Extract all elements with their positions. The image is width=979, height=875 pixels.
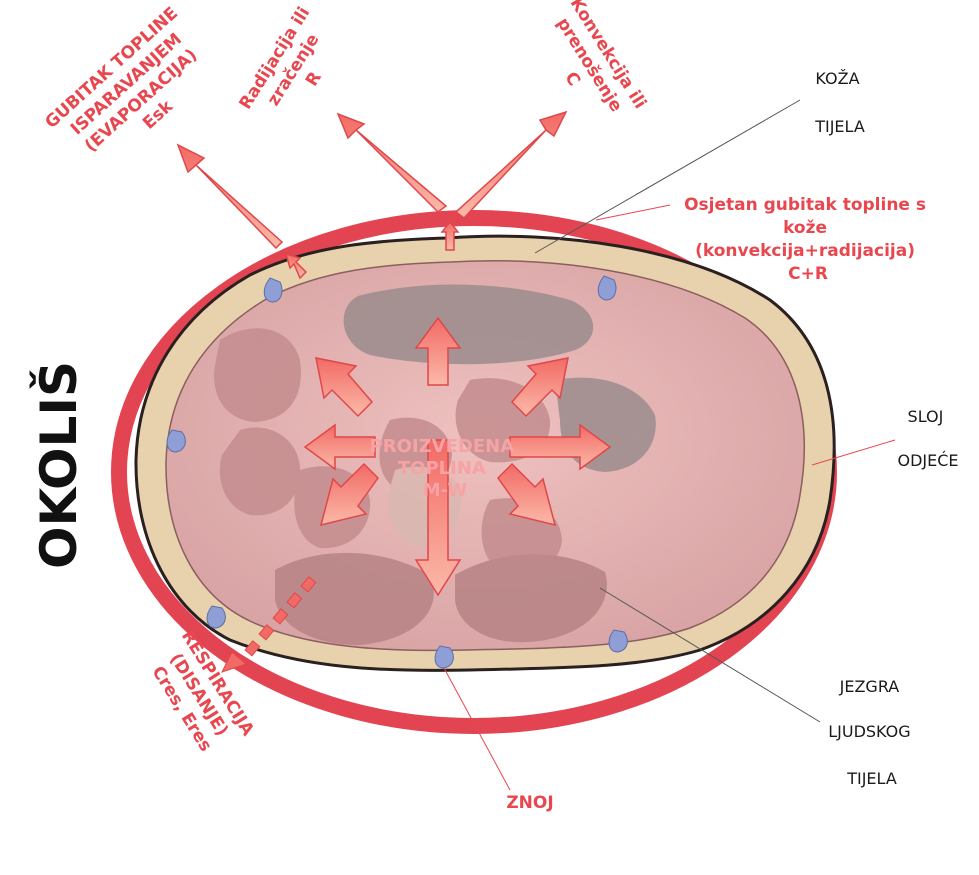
- sweat-callout: ZNOJ: [506, 793, 553, 813]
- sweat-drop-icon: [435, 646, 453, 668]
- svg-text:GUBITAK TOPLINE ISPARAVA: GUBITAK TOPLINE ISPARAVANJEM (EVAPORACIJ…: [41, 0, 230, 182]
- sweat-drop-icon: [167, 430, 185, 452]
- evaporation-label: GUBITAK TOPLINE ISPARAVANJEM (EVAPORACIJ…: [41, 0, 230, 182]
- environment-label: OKOLIŠ: [29, 361, 88, 569]
- evaporation-arrow-icon: [178, 145, 282, 248]
- radiation-label: Radijacija ili zračenje R: [236, 0, 355, 136]
- respiration-label: RESPIRACIJA (DISANJE) Cres, Eres: [140, 627, 261, 768]
- sweat-drop-icon: [207, 606, 225, 628]
- radiation-arrow-icon: [338, 114, 446, 212]
- sweat-drop-icon: [598, 276, 616, 300]
- svg-text:RESPIRACIJA (DISANJE): RESPIRACIJA (DISANJE) Cres, Eres: [140, 627, 261, 768]
- body-core-callout: JEZGRA LJUDSKOG TIJELA: [828, 677, 916, 788]
- sweat-drop-icon: [264, 278, 282, 302]
- convection-arrow-icon: [456, 112, 566, 218]
- sweat-drop-icon: [609, 630, 627, 652]
- sensible-heat-loss-callout: Osjetan gubitak topline s kože (konvekci…: [684, 195, 932, 284]
- svg-text:Radijacija ili zračenje: Radijacija ili zračenje R: [236, 0, 355, 136]
- skin-callout: KOŽA TIJELA: [814, 69, 865, 136]
- clothing-callout: SLOJ ODJEĆE: [897, 407, 958, 470]
